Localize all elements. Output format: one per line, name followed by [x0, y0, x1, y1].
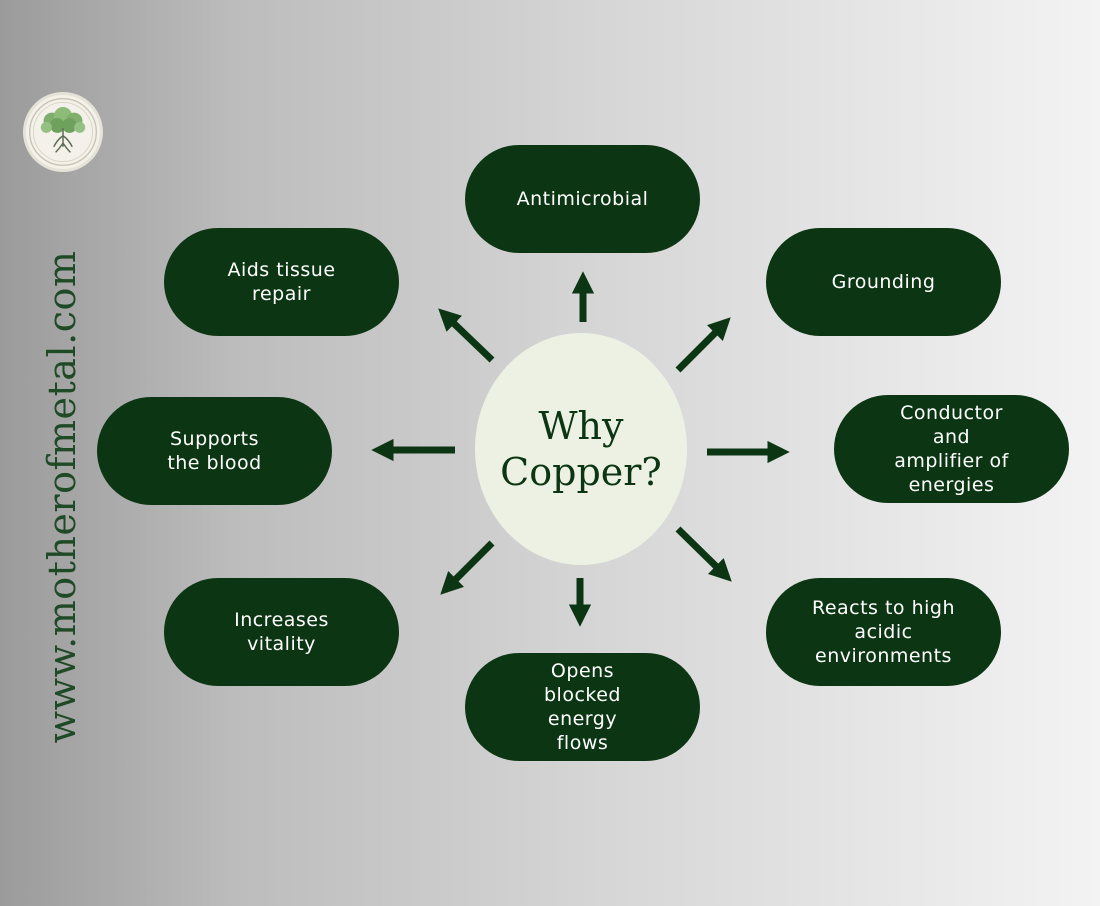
benefit-supports-blood: Supports the blood [97, 397, 332, 505]
benefit-reacts-acidic: Reacts to high acidic environments [766, 578, 1001, 686]
center-title: Why Copper? [500, 404, 662, 494]
benefit-label: Supports the blood [167, 428, 262, 474]
benefit-label: Antimicrobial [516, 188, 649, 210]
benefit-grounding: Grounding [766, 228, 1001, 336]
benefit-label: Conductor and amplifier of energies [894, 402, 1009, 496]
benefit-label: Reacts to high acidic environments [811, 597, 956, 667]
arrow-bottom-right [675, 526, 732, 582]
benefit-antimicrobial: Antimicrobial [465, 145, 700, 253]
benefit-conductor: Conductor and amplifier of energies [834, 395, 1069, 503]
arrow-top-left [438, 308, 495, 363]
tree-of-life-icon [29, 98, 97, 166]
benefit-label: Opens blocked energy flows [544, 660, 621, 754]
benefit-label: Aids tissue repair [227, 259, 336, 305]
benefit-increases-vitality: Increases vitality [164, 578, 399, 686]
benefit-label: Increases vitality [234, 609, 329, 655]
benefit-label: Grounding [831, 271, 936, 293]
arrow-top-right [675, 317, 731, 373]
benefit-tissue-repair: Aids tissue repair [164, 228, 399, 336]
center-title-circle: Why Copper? [475, 333, 687, 565]
benefit-opens-energy-flows: Opens blocked energy flows [465, 653, 700, 761]
arrow-bottom-left [440, 540, 495, 595]
tree-of-life-logo [23, 92, 103, 172]
